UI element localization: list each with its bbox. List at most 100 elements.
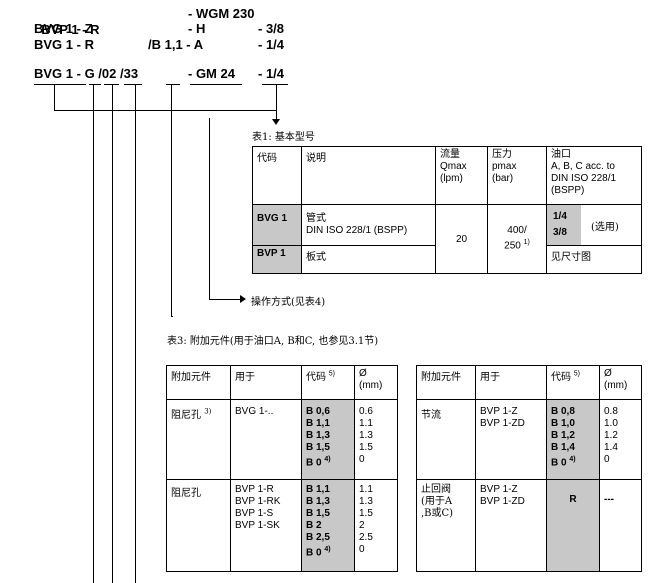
t3r-h-dia: Ø(mm) xyxy=(599,365,642,400)
t1-port-note: (选用) xyxy=(591,221,619,233)
t3l-h-dia-unit: (mm) xyxy=(359,380,383,391)
t3l-r2-dia-val: 0 xyxy=(359,544,365,555)
table1-caption: 表1: 基本型号 xyxy=(252,132,315,143)
t3l-r1-note: 3) xyxy=(204,407,212,416)
bracket-vline xyxy=(54,85,55,111)
t3r-r1-for-item: BVP 1-Z xyxy=(480,406,518,417)
t3r-h-code-text: 代码 xyxy=(551,372,571,383)
t3r-r2-dia: --- xyxy=(599,479,642,572)
leader-b xyxy=(171,85,172,317)
leader-b-end xyxy=(171,316,173,317)
t3l-h-code-note: 5) xyxy=(328,370,336,378)
t3r-h-for: 用于 xyxy=(475,365,547,400)
t3r-r2-for-item: BVP 1-Z xyxy=(480,484,518,495)
code-4a: BVG 1 - G /02 /33 xyxy=(34,66,139,81)
t3r-r2-code-text: R xyxy=(569,494,577,505)
t3l-r2-codes: B 1,1 B 1,3 B 1,5 B 2 B 2,5 B 0 4) xyxy=(301,479,355,572)
leader-g xyxy=(93,85,94,583)
t1-press-2: 250 xyxy=(504,240,521,252)
t3r-r1-code: B 1,4 xyxy=(551,442,575,453)
t1-h-port-3: DIN ISO 228/1 xyxy=(551,173,617,184)
t1-bvp-port: 见尺寸图 xyxy=(546,245,642,274)
t1-bvp-desc: 板式 xyxy=(301,245,436,274)
t1-bvg-code: BVG 1 xyxy=(252,204,302,246)
t3l-r2-code-note: 4) xyxy=(324,546,331,553)
t3l-h-code-text: 代码 xyxy=(306,372,326,383)
t3l-r1-for: BVG 1-.. xyxy=(230,399,302,480)
t1-h-port: 油口 A, B, C acc. to DIN ISO 228/1 (BSPP) xyxy=(546,146,642,205)
t3l-r2-for: BVP 1-R BVP 1-RK BVP 1-S BVP 1-SK xyxy=(230,479,302,572)
t3r-r1-dia-val: 1.4 xyxy=(604,442,618,453)
underline-gm24 xyxy=(190,84,242,85)
t3r-r2-elem: 止回阀 (用于A ,B或C) xyxy=(416,479,476,572)
t3r-r2-elem-line: ,B或C) xyxy=(421,508,454,519)
t3l-r1-dia-val: 0 xyxy=(359,454,365,465)
underline-g xyxy=(89,84,101,85)
t3l-r1-elem: 阻尼孔 3) xyxy=(166,399,231,480)
t3r-r2-for-item: BVP 1-ZD xyxy=(480,496,525,507)
t3l-r1-dia: 0.6 1.1 1.3 1.5 0 xyxy=(354,399,398,480)
t3l-h-code: 代码 5) xyxy=(301,365,355,400)
code-3a: BVG 1 - R xyxy=(34,37,94,52)
table3-right: 附加元件 用于 代码 5) Ø(mm) 节流 BVP 1-Z BVP 1-ZD … xyxy=(416,365,642,572)
t1-port-cell: 1/4 3/8 (选用) xyxy=(546,204,642,246)
underline-bvg xyxy=(34,84,86,85)
t3l-r2-dia-val: 1.3 xyxy=(359,496,373,507)
operation-note: 操作方式(见表4) xyxy=(251,297,326,308)
t3l-r2-code: B 1,5 xyxy=(306,508,330,519)
t3l-r1-dia-val: 1.1 xyxy=(359,418,373,429)
t3l-h-elem: 附加元件 xyxy=(166,365,231,400)
t1-h-port-1: 油口 xyxy=(551,149,571,160)
t3r-h-dia-unit: (mm) xyxy=(604,380,628,391)
code-2b: - H xyxy=(188,21,206,36)
code-4c: - 1/4 xyxy=(258,66,285,81)
code-3c: - 1/4 xyxy=(258,37,285,52)
t1-h-press-1: 压力 xyxy=(492,149,512,160)
t1-h-code: 代码 xyxy=(252,146,302,205)
t1-press: 400/ 250 1) xyxy=(487,204,547,274)
code-2a: BVG 1 - Z xyxy=(34,21,93,36)
underline-gap xyxy=(166,84,180,85)
t1-port-a: 1/4 xyxy=(553,211,567,222)
code-line-1: BVP 1 - R xyxy=(34,6,99,38)
t3l-r1-dia-val: 1.5 xyxy=(359,442,373,453)
t1-h-port-2: A, B, C acc. to xyxy=(551,161,615,172)
t3r-r1-for: BVP 1-Z BVP 1-ZD xyxy=(475,399,547,480)
t3l-r2-code: B 1,3 xyxy=(306,496,330,507)
t3l-r1-dia-val: 0.6 xyxy=(359,406,373,417)
t3r-r2-for: BVP 1-Z BVP 1-ZD xyxy=(475,479,547,572)
t3l-r2-dia-val: 2.5 xyxy=(359,532,373,543)
table1: 代码 说明 流量 Qmax (lpm) 压力 pmax (bar) 油口 A, … xyxy=(252,146,642,274)
t3l-r1-code: B 1,3 xyxy=(306,430,330,441)
t1-h-press-3: (bar) xyxy=(492,173,514,184)
t3r-r1-elem: 节流 xyxy=(416,399,476,480)
t3l-r2-for-item: BVP 1-S xyxy=(235,508,274,519)
table3-caption: 表3: 附加元件(用于油口A, B和C, 也参见3.1节) xyxy=(167,336,379,347)
t1-port-codes: 1/4 3/8 xyxy=(547,205,581,245)
t3r-h-elem: 附加元件 xyxy=(416,365,476,400)
t3r-r1-for-item: BVP 1-ZD xyxy=(480,418,525,429)
t1-h-desc: 说明 xyxy=(301,146,436,205)
t3l-r2-code: B 2,5 xyxy=(306,532,330,543)
leader-02 xyxy=(112,85,113,583)
t1-bvg-desc-2: DIN ISO 228/1 (BSPP) xyxy=(306,225,408,236)
t3l-r2-elem: 阻尼孔 xyxy=(166,479,231,572)
t3l-r2-for-item: BVP 1-RK xyxy=(235,496,281,507)
t1-port-b: 3/8 xyxy=(553,227,567,238)
t3r-r1-code: B 1,2 xyxy=(551,430,575,441)
t3l-r2-for-item: BVP 1-R xyxy=(235,484,274,495)
t3l-r2-code: B 2 xyxy=(306,520,322,531)
code-2c: - 3/8 xyxy=(258,21,285,36)
t3l-r1-codes: B 0,6 B 1,1 B 1,3 B 1,5 B 0 4) xyxy=(301,399,355,480)
underline-33 xyxy=(124,84,142,85)
t3l-h-dia: Ø(mm) xyxy=(354,365,398,400)
arrow-right-icon xyxy=(240,295,246,303)
t1-h-flow-1: 流量 xyxy=(440,149,460,160)
t3r-r1-codes: B 0,8 B 1,0 B 1,2 B 1,4 B 0 4) xyxy=(546,399,600,480)
t3r-r1-dia: 0.8 1.0 1.2 1.4 0 xyxy=(599,399,642,480)
t3r-r1-code-note: 4) xyxy=(569,456,576,463)
t1-h-flow-2: Qmax xyxy=(440,161,467,172)
t1-bvg-desc-1: 管式 xyxy=(306,213,326,224)
code-1b: - WGM 230 xyxy=(188,6,255,21)
t3l-r1-code: B 1,1 xyxy=(306,418,330,429)
